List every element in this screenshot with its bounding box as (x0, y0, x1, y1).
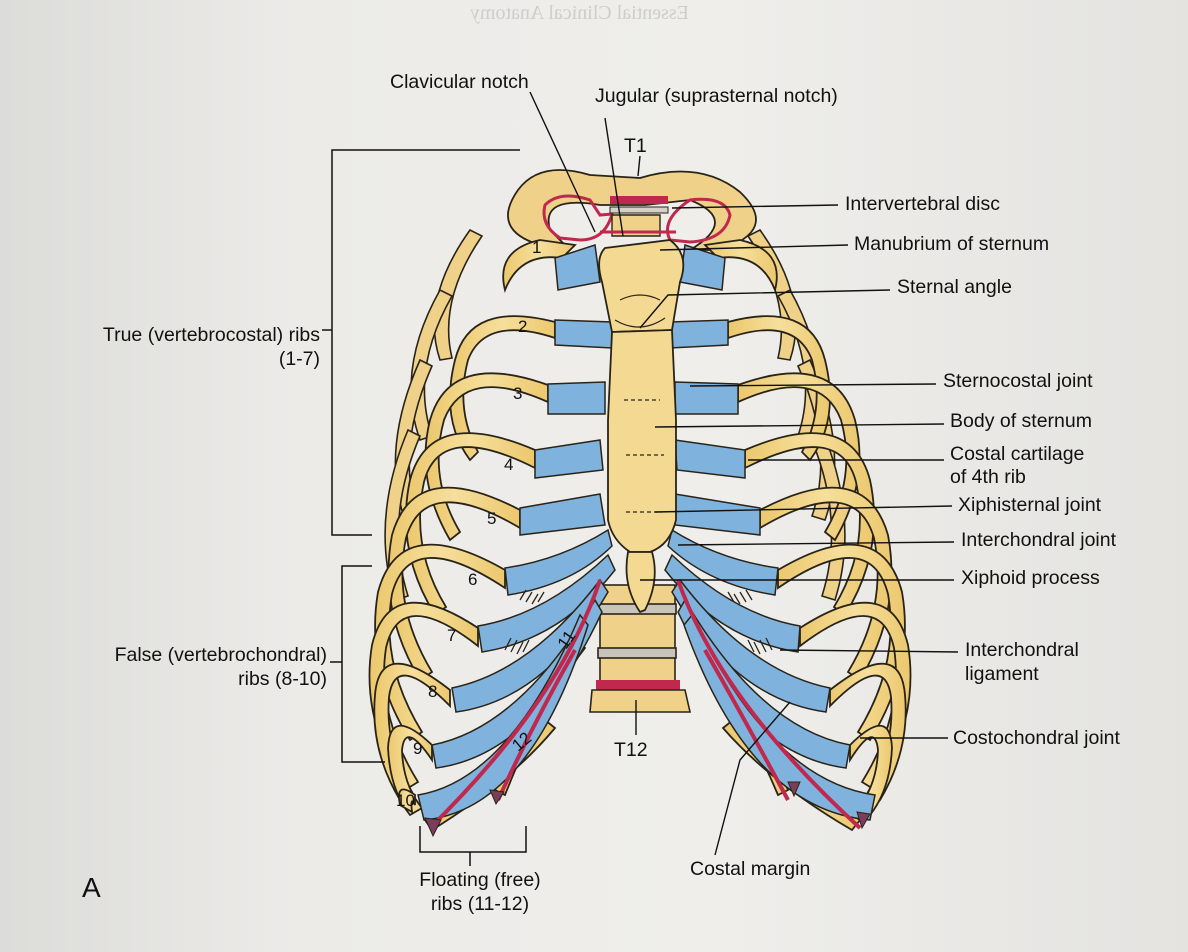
rib-number: 8 (428, 682, 437, 701)
interchondral-joint-label: Interchondral joint (961, 529, 1117, 551)
panel-letter: A (82, 872, 101, 903)
sternocostal-joint-label: Sternocostal joint (943, 370, 1093, 392)
costal-cartilages-right (664, 244, 876, 821)
sternum (598, 239, 685, 614)
costal-cartilage-label-line2: of 4th rib (950, 466, 1026, 488)
rib-number: 6 (468, 570, 477, 589)
rib-number: 4 (504, 455, 513, 474)
t12-label: T12 (614, 739, 648, 761)
sternum-body-shape (607, 329, 677, 553)
manubrium-label: Manubrium of sternum (854, 233, 1050, 255)
costal-vessels (428, 579, 862, 830)
xiphisternal-joint-label: Xiphisternal joint (958, 494, 1102, 516)
interchondral-ligament-label-line1: Interchondral (965, 639, 1079, 661)
first-rib-and-t1 (507, 169, 757, 251)
sternal-angle-label: Sternal angle (897, 276, 1012, 298)
manubrium-shape (598, 239, 685, 333)
jugular-notch-label: Jugular (suprasternal notch) (595, 85, 838, 107)
bracket-lines (322, 149, 527, 866)
rib-number: 10 (396, 791, 415, 810)
body-of-sternum-label: Body of sternum (950, 410, 1092, 432)
costal-margin-label: Costal margin (690, 858, 811, 880)
rib-tips (424, 781, 871, 838)
interchondral-ligament-label-line2: ligament (965, 663, 1039, 685)
rib-number: 7 (447, 626, 456, 645)
floating-ribs-label-line1: Floating (free) (419, 869, 541, 891)
rib-number: 2 (518, 317, 527, 336)
rib-number: 3 (513, 384, 522, 403)
true-ribs-label-line1: True (vertebrocostal) ribs (102, 324, 320, 346)
rib-number: 9 (413, 739, 422, 758)
leader-lines (529, 91, 959, 856)
xiphoid-shape (625, 551, 656, 614)
t1-label: T1 (624, 135, 647, 157)
false-ribs-label-line2: ribs (8-10) (238, 668, 327, 690)
intervertebral-disc-label: Intervertebral disc (845, 193, 1000, 215)
rib-number: 1 (532, 238, 541, 257)
clavicular-notch-label: Clavicular notch (390, 71, 529, 93)
costal-cartilage-label-line1: Costal cartilage (950, 443, 1085, 465)
false-ribs-label-line1: False (vertebrochondral) (114, 644, 327, 666)
true-ribs-label-line2: (1-7) (278, 348, 320, 370)
interchondral-ligaments (504, 589, 773, 655)
costal-cartilages-left (417, 244, 616, 821)
xiphoid-process-label: Xiphoid process (961, 567, 1100, 589)
rib-number: 5 (487, 509, 496, 528)
costochondral-joint-label: Costochondral joint (953, 727, 1120, 749)
floating-ribs-label-line2: ribs (11-12) (430, 893, 530, 915)
